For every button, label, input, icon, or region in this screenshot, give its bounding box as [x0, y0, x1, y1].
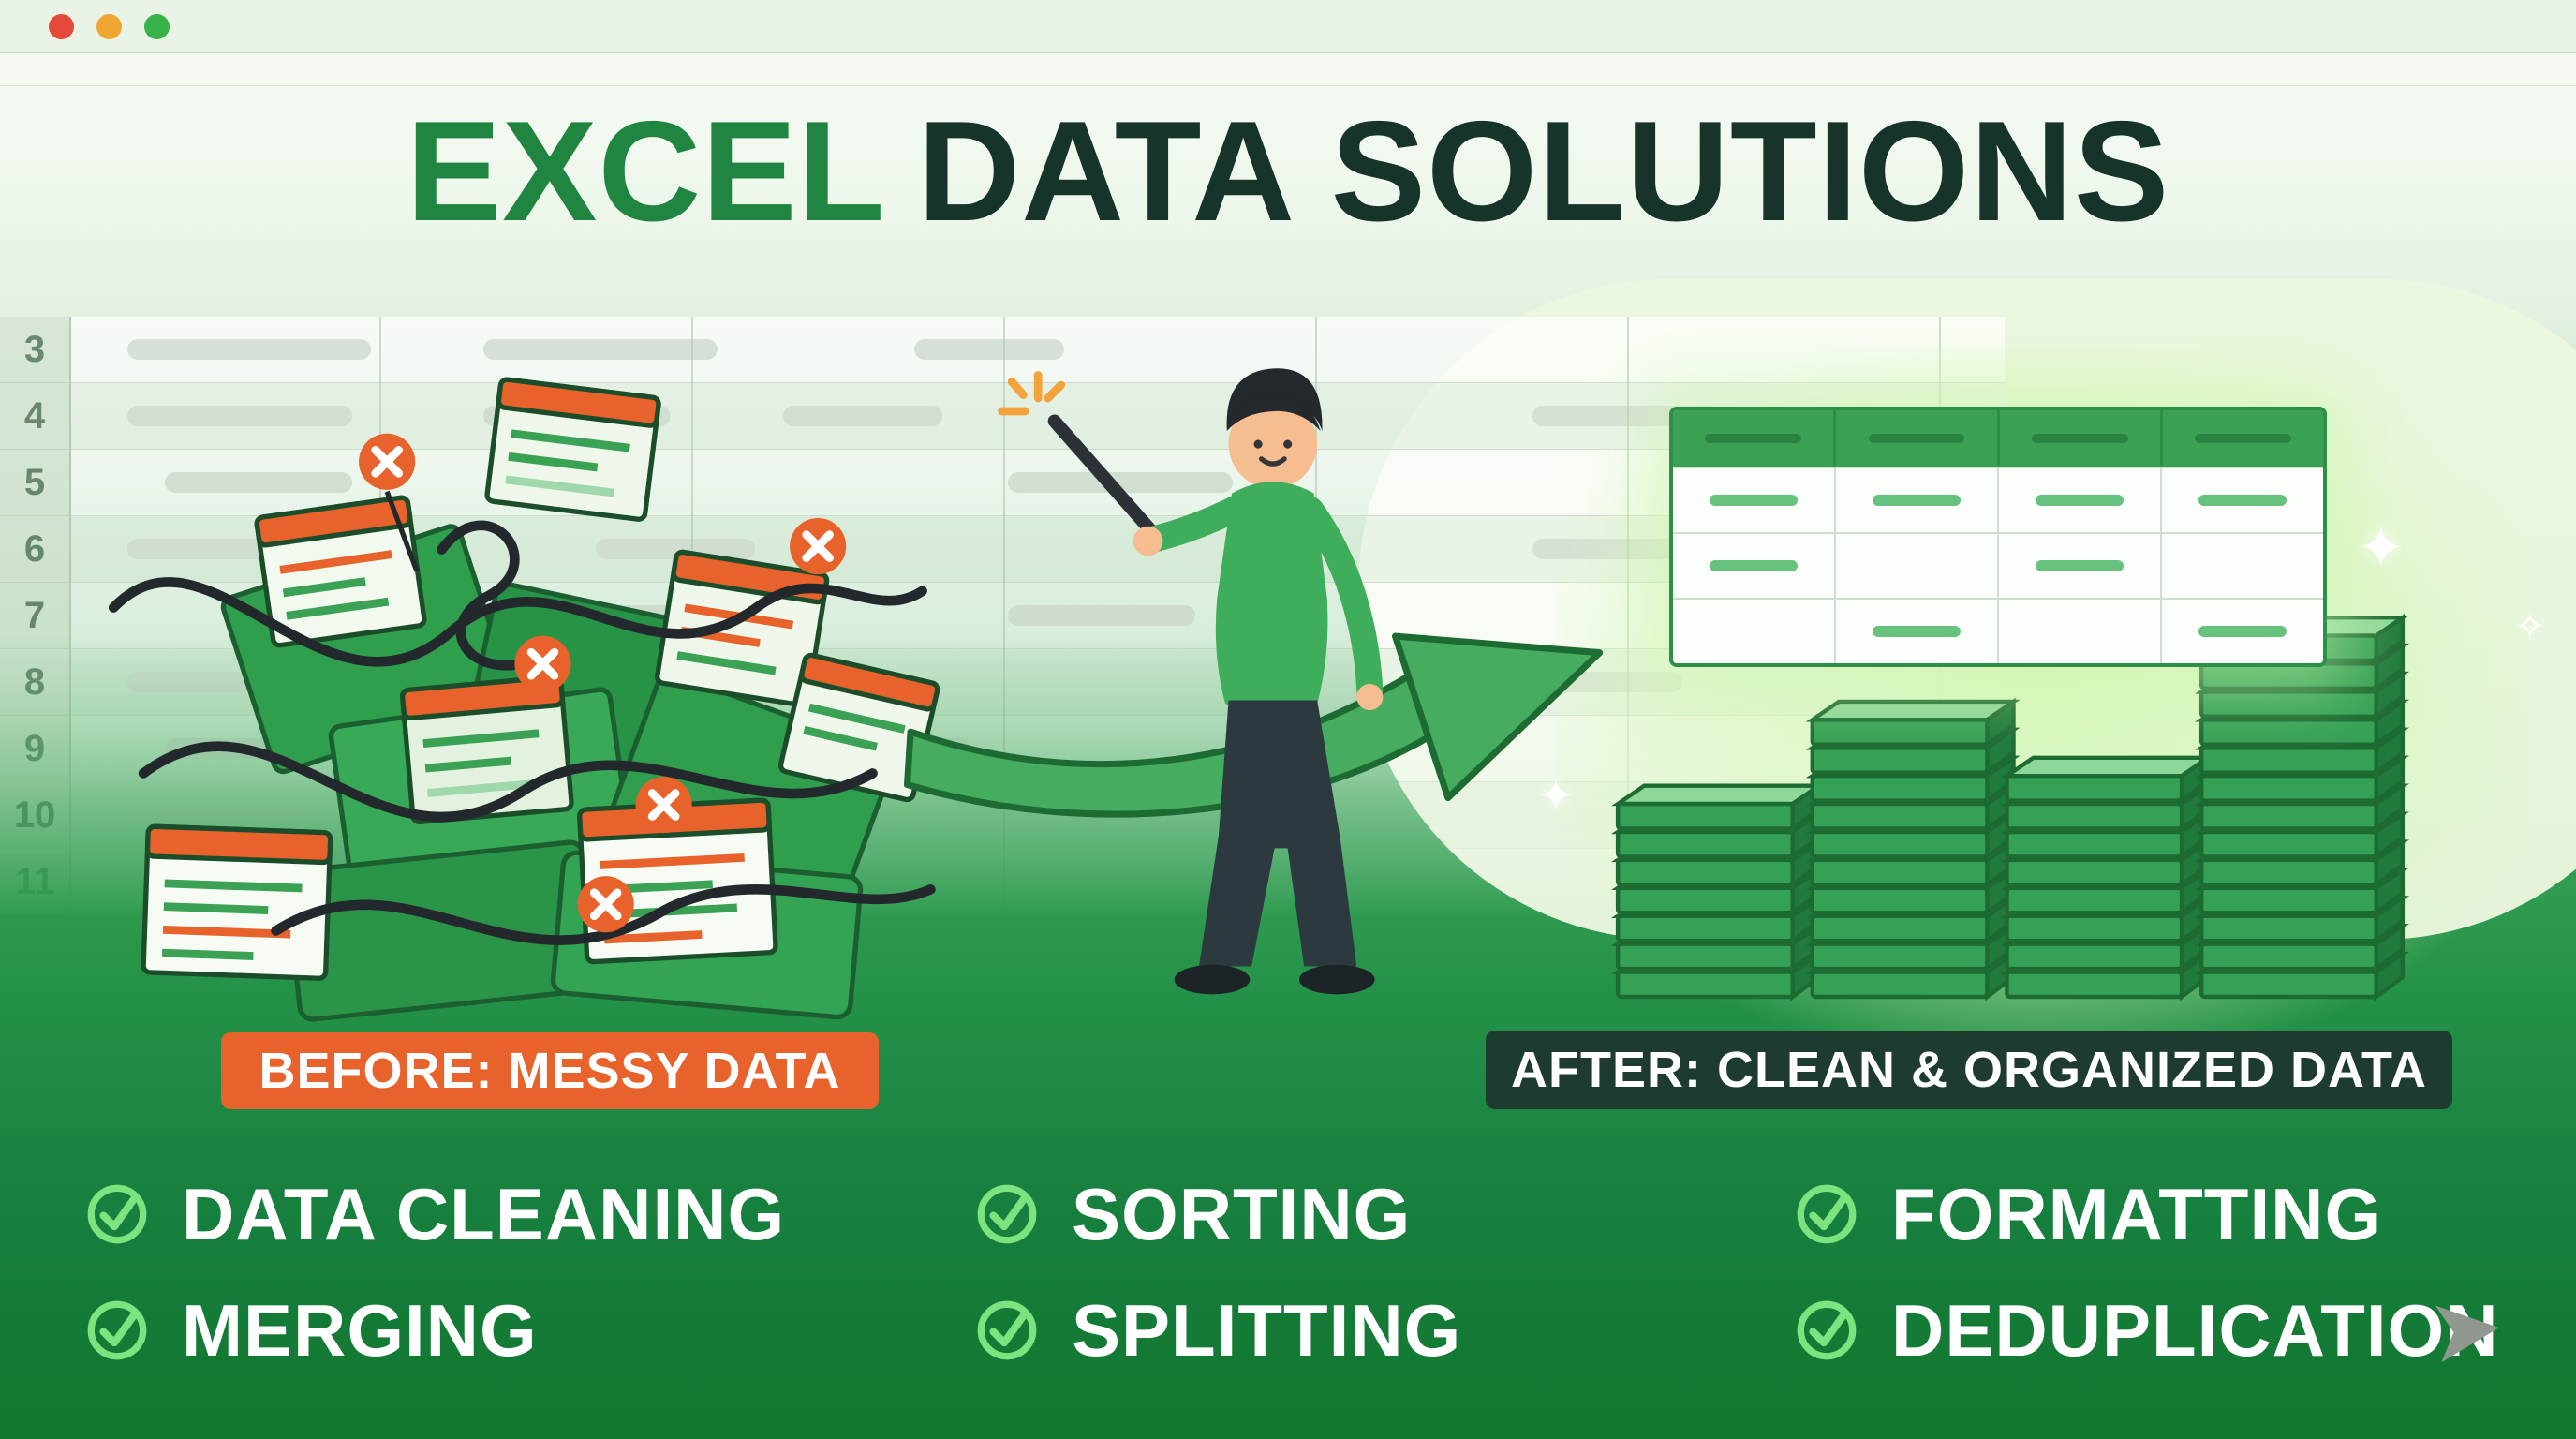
sparkle-icon: ✦	[2357, 516, 2406, 581]
decorative-arrow-icon: ➤	[2422, 1275, 2509, 1383]
shoe	[1174, 964, 1251, 995]
table-row	[1673, 467, 2323, 532]
row-number: 5	[0, 450, 71, 516]
feature-label: SPLITTING	[1072, 1288, 1462, 1372]
feature-item: FORMATTING	[1794, 1173, 2499, 1255]
row-number: 11	[0, 849, 71, 915]
table-header-row	[1673, 410, 2323, 467]
feature-item: MERGING	[84, 1289, 785, 1372]
feature-item: SPLITTING	[974, 1289, 1461, 1372]
table-row	[1673, 598, 2323, 663]
messy-window-card	[141, 823, 333, 981]
check-icon	[1797, 1300, 1857, 1360]
row-number: 10	[0, 782, 71, 849]
title-excel: EXCEL	[406, 92, 886, 251]
before-badge: BEFORE: MESSY DATA	[221, 1032, 879, 1109]
table-row	[1673, 532, 2323, 598]
wand-sparkle-icon	[998, 371, 1066, 416]
shoe	[1298, 964, 1375, 995]
feature-item: DEDUPLICATION	[1794, 1289, 2499, 1372]
feature-label: DATA CLEANING	[182, 1172, 786, 1255]
error-icon	[359, 433, 416, 490]
toolbar-strip	[0, 53, 2576, 86]
feature-item: SORTING	[974, 1173, 1461, 1255]
feature-label: FORMATTING	[1891, 1172, 2383, 1255]
error-icon	[577, 876, 634, 933]
data-stacks-illustration	[1598, 609, 2422, 1014]
check-icon	[977, 1300, 1037, 1360]
person-illustration	[998, 368, 1384, 995]
maximize-button[interactable]	[144, 13, 170, 39]
row-number: 8	[0, 649, 71, 716]
messy-window-card	[400, 675, 574, 825]
pants	[1198, 700, 1357, 967]
check-icon	[87, 1184, 147, 1244]
row-number: 9	[0, 716, 71, 782]
error-icon	[514, 635, 571, 692]
messy-window-card	[484, 377, 661, 522]
check-icon	[87, 1300, 147, 1360]
magic-wand-icon	[998, 371, 1160, 540]
clean-table-illustration	[1669, 407, 2327, 667]
error-icon	[635, 777, 692, 834]
minimize-button[interactable]	[96, 13, 122, 39]
error-icon	[790, 518, 847, 575]
row-number: 6	[0, 516, 71, 583]
after-badge: AFTER: CLEAN & ORGANIZED DATA	[1486, 1031, 2452, 1109]
check-icon	[1797, 1184, 1857, 1244]
sparkle-icon: ✦	[1538, 771, 1575, 820]
check-icon	[977, 1184, 1037, 1244]
row-number: 3	[0, 317, 71, 383]
title-rest: DATA SOLUTIONS	[917, 92, 2170, 251]
row-number: 7	[0, 583, 71, 649]
sparkle-icon: ✧	[2514, 606, 2546, 647]
feature-label: DEDUPLICATION	[1891, 1288, 2499, 1372]
feature-item: DATA CLEANING	[84, 1173, 785, 1255]
close-button[interactable]	[49, 13, 74, 39]
messy-data-illustration	[108, 377, 940, 1022]
row-number: 4	[0, 383, 71, 450]
feature-label: MERGING	[182, 1288, 538, 1372]
window-titlebar	[0, 0, 2576, 53]
feature-label: SORTING	[1072, 1172, 1412, 1255]
